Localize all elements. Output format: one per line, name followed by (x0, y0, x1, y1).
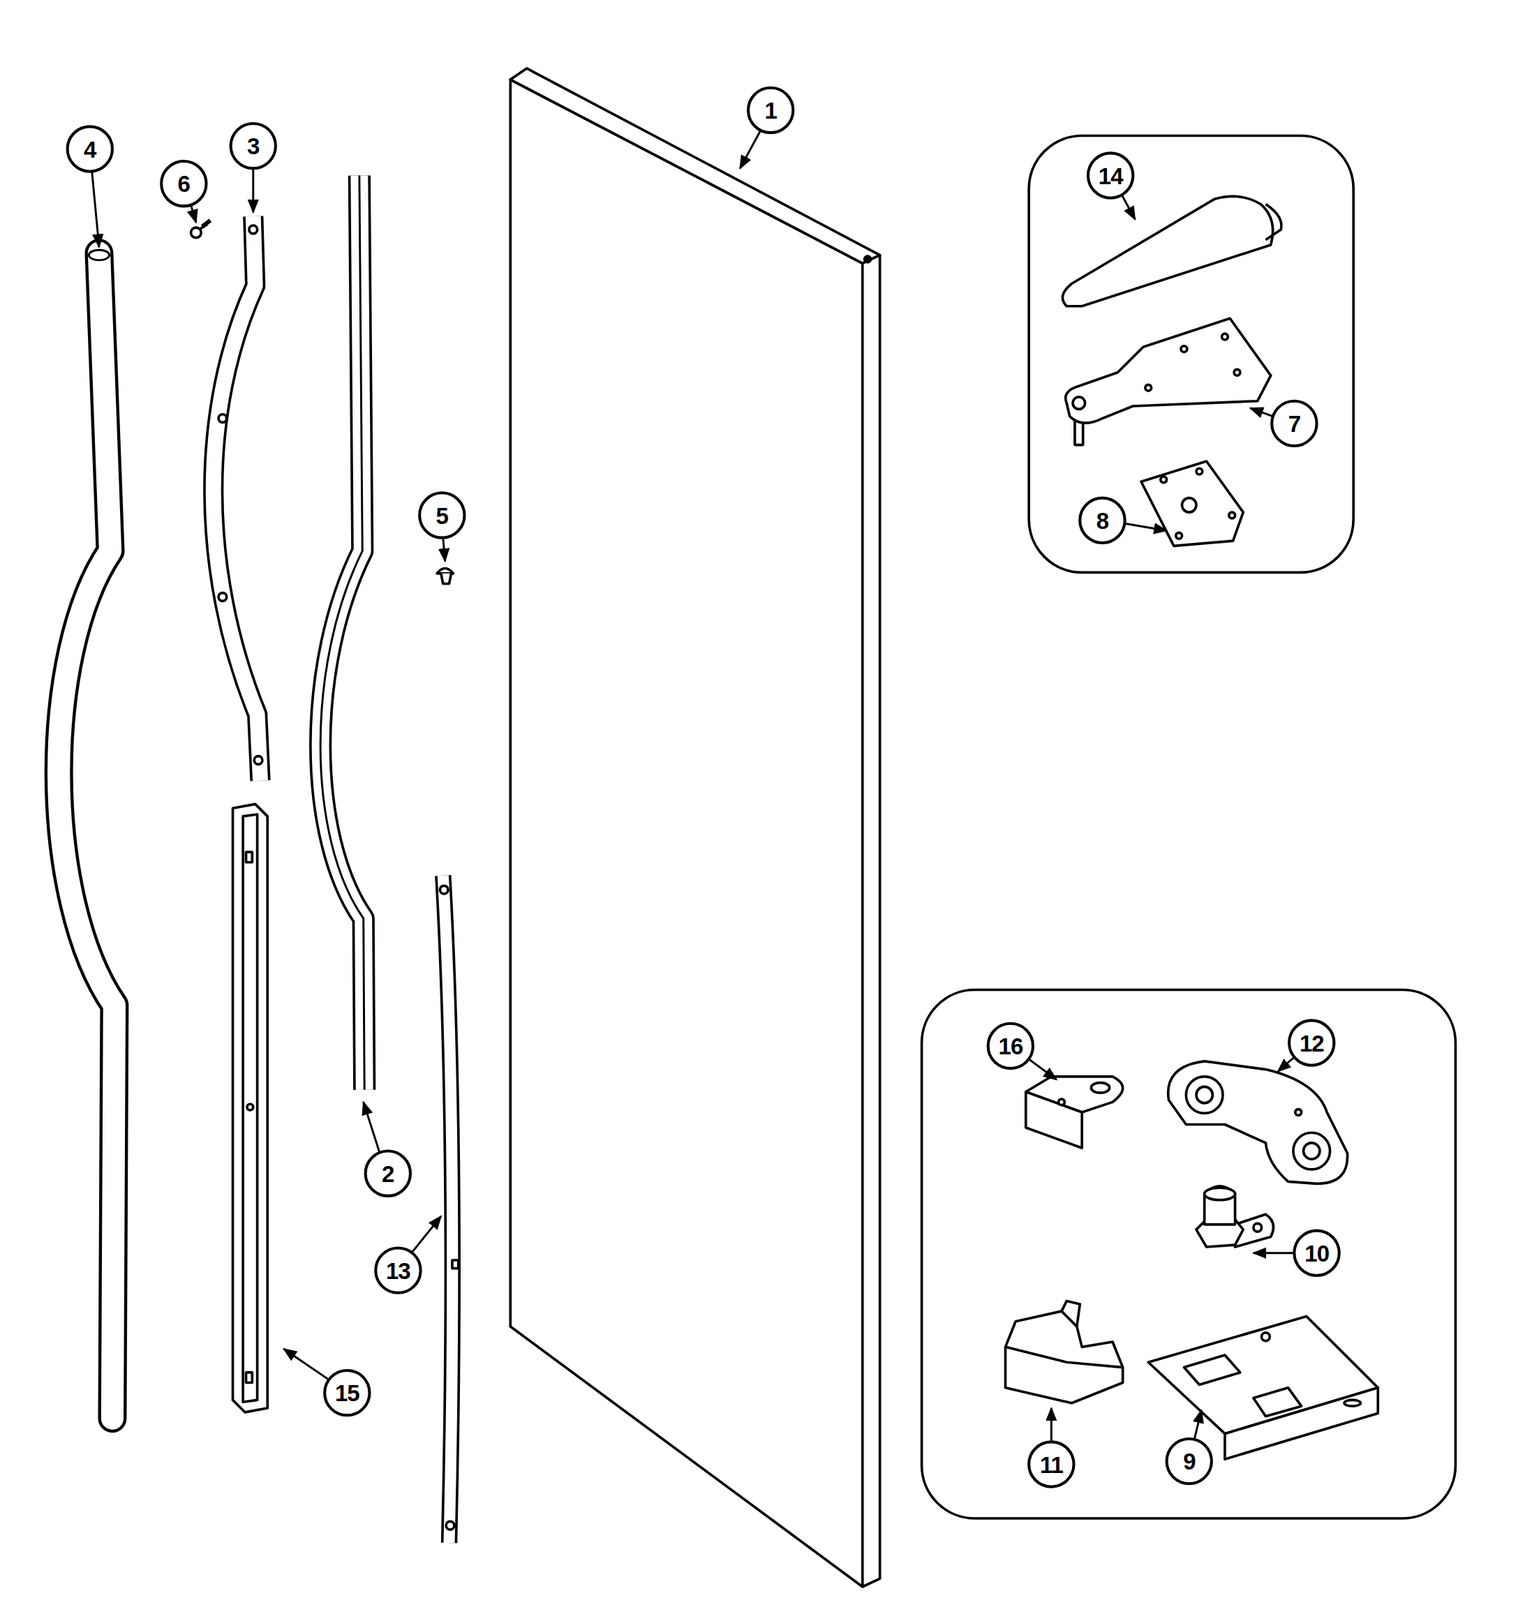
hinge-shim (1141, 461, 1244, 546)
door-trim (320, 175, 365, 1091)
hinge-plate (1065, 318, 1271, 445)
hinge-panel (921, 990, 1456, 1520)
bracket (1025, 1076, 1123, 1149)
hinge-bracket (1148, 1316, 1378, 1460)
callout-number: 11 (1039, 1453, 1063, 1477)
hinge-cover (1062, 196, 1282, 306)
leader-lines (92, 130, 1295, 1442)
callout-number: 12 (1299, 1031, 1324, 1055)
door-cam (1168, 1061, 1348, 1184)
callout-number: 1 (764, 98, 777, 122)
lower-trim (233, 804, 269, 1413)
hinge-cover (1005, 1301, 1123, 1404)
callout-number: 9 (1183, 1450, 1195, 1474)
callout-number: 4 (83, 137, 96, 161)
door-handle (58, 249, 115, 1419)
callout-number: 10 (1304, 1241, 1329, 1265)
callout-number: 15 (335, 1381, 360, 1405)
callout-number: 2 (381, 1162, 394, 1186)
handle-trim (213, 216, 263, 781)
callout-number: 13 (385, 1259, 411, 1283)
screw (436, 568, 453, 585)
side-trim (439, 875, 458, 1544)
callout-number: 16 (998, 1035, 1024, 1059)
callout-number: 8 (1096, 508, 1109, 532)
hinge-pin (1196, 1186, 1274, 1248)
callout-number: 3 (247, 134, 259, 158)
callout-circles (67, 87, 1340, 1488)
callout-number: 5 (436, 503, 449, 527)
callout-number: 6 (177, 172, 190, 196)
door-panel (510, 68, 880, 1588)
callout-number: 7 (1288, 411, 1301, 435)
hinge-panel (1028, 135, 1354, 573)
callout-number: 14 (1098, 164, 1123, 188)
screw (191, 220, 211, 238)
